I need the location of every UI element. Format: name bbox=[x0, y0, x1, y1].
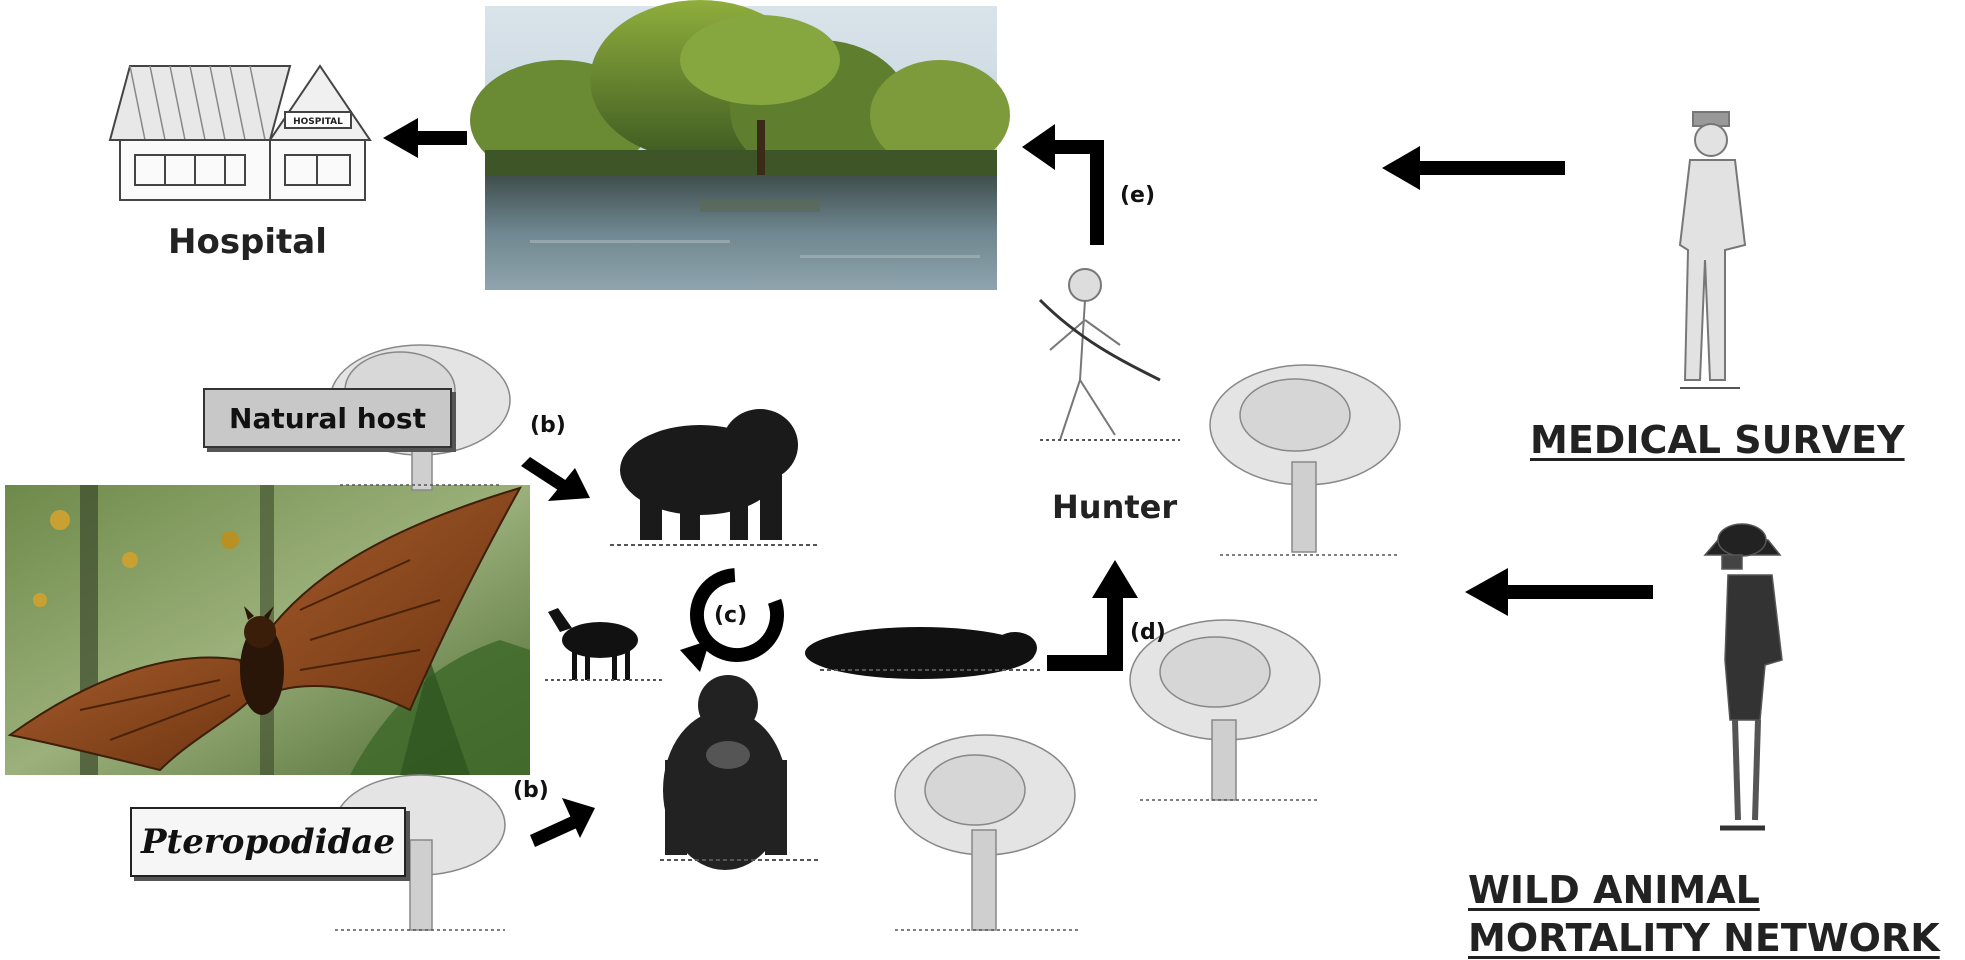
step-b-bottom: (b) bbox=[513, 778, 549, 803]
observer-icon bbox=[1705, 524, 1782, 828]
wild-animal-label: WILD ANIMAL bbox=[1468, 868, 1760, 912]
duiker-icon bbox=[545, 608, 665, 680]
hospital-label: Hospital bbox=[168, 222, 327, 262]
arrow-from-wild-network bbox=[1465, 568, 1653, 616]
arrow-to-hospital bbox=[383, 118, 467, 158]
medical-surveyor-icon bbox=[1680, 112, 1745, 388]
chimpanzee-icon bbox=[610, 409, 820, 545]
tree-icon-bottom-middle bbox=[895, 735, 1080, 930]
medical-survey-label: MEDICAL SURVEY bbox=[1530, 418, 1905, 462]
step-c: (c) bbox=[714, 603, 747, 628]
hospital-sign-text: HOSPITAL bbox=[293, 117, 343, 127]
hunter-label: Hunter bbox=[1052, 488, 1177, 526]
arrow-e bbox=[1022, 124, 1104, 245]
arrow-from-medical-survey bbox=[1382, 146, 1565, 190]
bat-photo-frame bbox=[5, 485, 530, 775]
pteropodidae-label: Pteropodidae bbox=[130, 807, 406, 877]
arrow-d bbox=[1047, 560, 1138, 671]
hospital-icon: HOSPITAL bbox=[110, 66, 370, 200]
tree-icon-middle-right bbox=[1130, 620, 1320, 800]
hunter-icon bbox=[1040, 269, 1180, 440]
tree-icon-right bbox=[1210, 365, 1400, 555]
arrow-b-bottom bbox=[530, 798, 595, 847]
carcass-icon bbox=[805, 627, 1040, 679]
step-d: (d) bbox=[1130, 620, 1166, 645]
step-e: (e) bbox=[1120, 183, 1155, 208]
natural-host-label: Natural host bbox=[203, 388, 452, 448]
step-b-top: (b) bbox=[530, 413, 566, 438]
arrow-b-top bbox=[521, 457, 590, 501]
gorilla-icon bbox=[660, 675, 820, 870]
mortality-network-label: MORTALITY NETWORK bbox=[1468, 916, 1940, 960]
river-photo-frame bbox=[470, 0, 1010, 290]
